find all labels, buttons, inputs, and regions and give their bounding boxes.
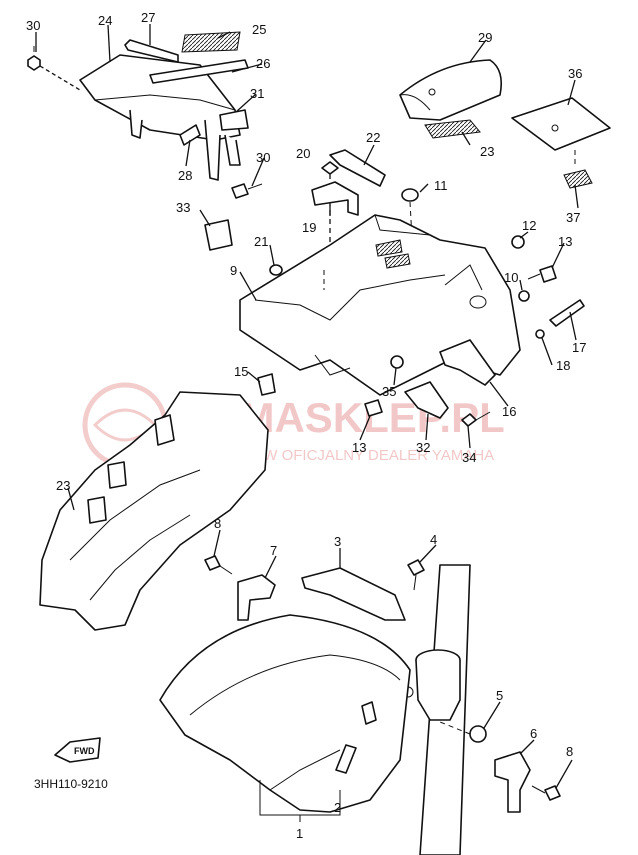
callout-3: 3 [334, 534, 341, 549]
part-32-bracket [404, 381, 449, 419]
callout-26: 26 [256, 56, 270, 71]
part-20-grommet [269, 264, 283, 276]
callout-21: 22 [366, 130, 380, 145]
callout-25: 25 [252, 22, 266, 37]
front-fork [402, 564, 471, 855]
part-7-bracket [237, 574, 276, 621]
part-6-bracket [494, 751, 531, 813]
fwd-label: FWD [74, 746, 95, 756]
part-16-bolt [549, 299, 585, 327]
part-4-bolt [407, 559, 425, 591]
callout-9: 9 [230, 263, 237, 278]
callout-10: 10 [504, 270, 518, 285]
diagram-code: 3HH110-9210 [34, 777, 108, 791]
part-15-bracket [439, 339, 496, 386]
callout-11: 11 [434, 178, 448, 193]
callouts: 30 24 27 25 26 31 28 30 29 23 36 37 22 2… [26, 10, 586, 841]
callout-bracket-1-2 [259, 780, 341, 822]
part-5-nut [439, 721, 487, 743]
callout-13-lower: 13 [352, 440, 366, 455]
callout-7: 7 [270, 543, 277, 558]
part-30-screw-middle [231, 183, 263, 199]
callout-36: 36 [568, 66, 582, 81]
callout-6: 6 [530, 726, 537, 741]
part-21-bracket [329, 149, 386, 187]
fwd-arrow-icon: FWD [54, 737, 101, 763]
callout-16: 17 [572, 340, 586, 355]
part-10-washer [518, 290, 530, 302]
callout-12: 12 [522, 218, 536, 233]
part-17-washer [535, 329, 545, 339]
part-37-grommet [563, 169, 593, 189]
part-2-spring [335, 744, 357, 774]
watermark-subtitle: WROCŁAW OFICJALNY DEALER YAMAHA [198, 447, 494, 464]
callout-30-middle: 30 [256, 150, 270, 165]
callout-30-top: 30 [26, 18, 40, 33]
part-8-screw-right [531, 785, 561, 801]
part-25-label [181, 31, 241, 53]
callout-33: 33 [176, 200, 190, 215]
part-13-bolt-right [527, 265, 557, 283]
callout-4: 4 [430, 532, 437, 547]
callout-18: 19 [302, 220, 316, 235]
part-8-screw-left [204, 555, 233, 575]
part-29-tail-light [399, 59, 503, 121]
callout-19: 20 [296, 146, 310, 161]
callout-13-right: 13 [558, 234, 572, 249]
callout-27: 27 [141, 10, 155, 25]
part-3-stay [301, 567, 406, 621]
part-23-inner-fender [39, 391, 269, 631]
part-22-gasket [424, 119, 481, 139]
part-33-clip [204, 219, 233, 251]
part-36-pad [511, 97, 611, 168]
callout-29: 29 [478, 30, 492, 45]
callout-32: 32 [416, 440, 430, 455]
callout-17: 18 [556, 358, 570, 373]
callout-34: 34 [462, 450, 476, 465]
part-35-collar [390, 355, 404, 369]
callout-22: 23 [480, 144, 494, 159]
callout-31: 31 [250, 86, 264, 101]
part-18-bracket [311, 181, 359, 216]
callout-24: 24 [98, 13, 112, 28]
callout-14: 15 [234, 364, 248, 379]
callout-23-label: 23 [56, 478, 70, 493]
part-30-bolt-top [27, 46, 81, 91]
callout-15: 16 [502, 404, 516, 419]
callout-5: 5 [496, 688, 503, 703]
callout-8-left: 8 [214, 516, 221, 531]
callout-37: 37 [566, 210, 580, 225]
callout-20: 21 [254, 234, 268, 249]
part-12-nut [511, 235, 525, 249]
callout-28: 28 [178, 168, 192, 183]
part-13-bolt-lower [364, 399, 383, 417]
part-14-clip [257, 373, 276, 396]
part-27-strip [124, 39, 179, 63]
part-1-front-fender [159, 614, 411, 813]
callout-35: 35 [382, 384, 396, 399]
part-28-pin [179, 124, 201, 146]
callout-8-right: 8 [566, 744, 573, 759]
part-34-bolt [461, 411, 491, 427]
callout-1: 1 [296, 826, 303, 841]
callout-2: 2 [334, 800, 341, 815]
